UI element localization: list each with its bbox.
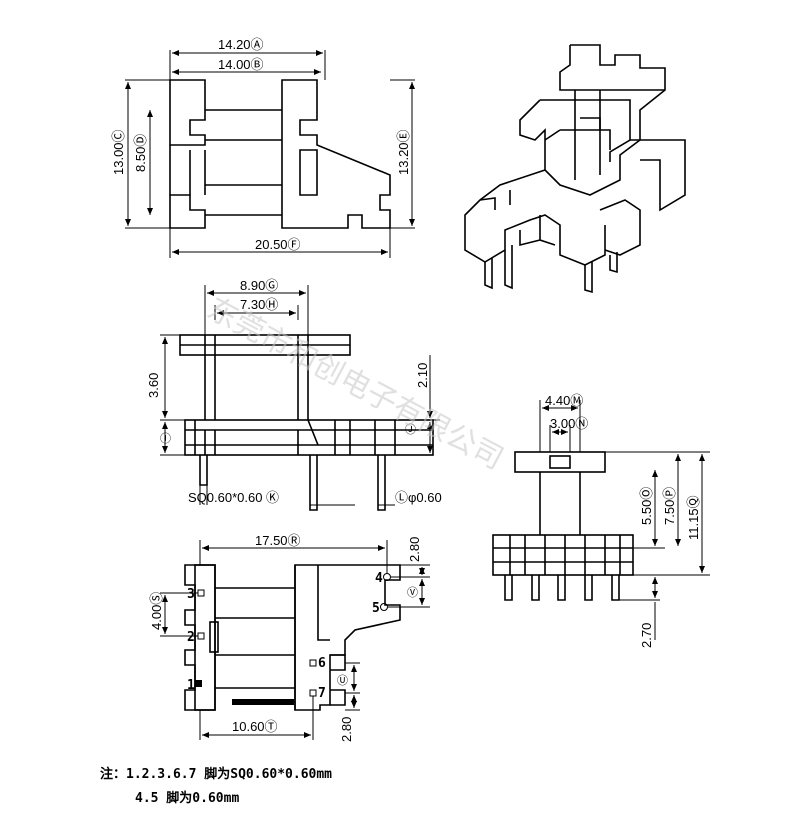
pin-4: 4 [375,571,383,586]
pin-5: 5 [372,601,380,616]
pin-2: 2 [187,630,195,645]
top-view: 14.20Ⓐ 14.00Ⓑ 13.00Ⓒ 8.50Ⓓ 13.20Ⓔ 20.50Ⓕ [111,37,415,258]
pin-3: 3 [187,587,195,602]
dim-top-overall-length: 20.50Ⓕ [255,237,301,252]
dim-pin-round: Ⓛφ0.60 [395,490,442,505]
dim-bottom-width: 10.60Ⓣ [232,719,278,734]
dim-bottom-pitch-left: 4.00Ⓢ [149,592,164,630]
note-line-2: 4.5 脚为0.60mm [135,791,240,806]
dim-bottom-bottom-right: 2.80 [339,717,354,742]
dim-bottom-top-right: 2.80 [407,537,422,562]
dim-bottom-length: 17.50Ⓡ [255,533,301,548]
dim-side-outer-width: 4.40Ⓜ [545,393,583,408]
dim-top-height-right: 13.20Ⓔ [396,129,411,175]
marker-bottom-u: Ⓤ [337,674,348,687]
marker-front-right: Ⓙ [405,423,416,436]
dim-top-width-inner: 14.00Ⓑ [218,57,264,72]
dim-front-height-right: 2.10 [415,363,430,388]
marker-front-left: Ⓘ [160,432,171,445]
dim-top-inner-height: 8.50Ⓓ [133,134,148,172]
isometric-view [464,44,686,294]
dim-front-inner-width: 7.30Ⓗ [240,297,278,312]
dim-top-width-outer: 14.20Ⓐ [218,37,264,52]
dim-side-inner-width: 3.00Ⓝ [550,416,588,431]
side-view: 4.40Ⓜ 3.00Ⓝ 5.50Ⓞ 7.50Ⓟ 11.15Ⓠ 2.70 [492,393,710,648]
dim-pin-square: SQ0.60*0.60 Ⓚ [188,490,279,505]
pin-7: 7 [318,686,326,701]
watermark: 东莞市和创电子有限公司 [201,291,509,477]
marker-bottom-v: Ⓥ [407,586,418,599]
front-view: 8.90Ⓖ 7.30Ⓗ 3.60 2.10 Ⓘ Ⓙ SQ0.60*0.60 Ⓚ … [146,278,442,511]
bottom-view: 3 2 1 4 5 6 7 17.50Ⓡ 4.00Ⓢ 10.60Ⓣ 2.80 Ⓥ… [149,533,430,742]
dim-top-height-left: 13.00Ⓒ [111,129,126,175]
pin-6: 6 [318,656,326,671]
pin-1: 1 [187,678,195,693]
dim-side-h3: 11.15Ⓠ [686,495,701,540]
dim-front-outer-width: 8.90Ⓖ [240,278,278,293]
dim-side-pin-length: 2.70 [639,623,654,648]
note-line-1: 注：1.2.3.6.7 脚为SQ0.60*0.60mm [100,767,333,782]
dim-front-height-left: 3.60 [146,373,161,398]
dim-side-h1: 5.50Ⓞ [639,487,654,525]
dim-side-h2: 7.50Ⓟ [662,487,677,525]
